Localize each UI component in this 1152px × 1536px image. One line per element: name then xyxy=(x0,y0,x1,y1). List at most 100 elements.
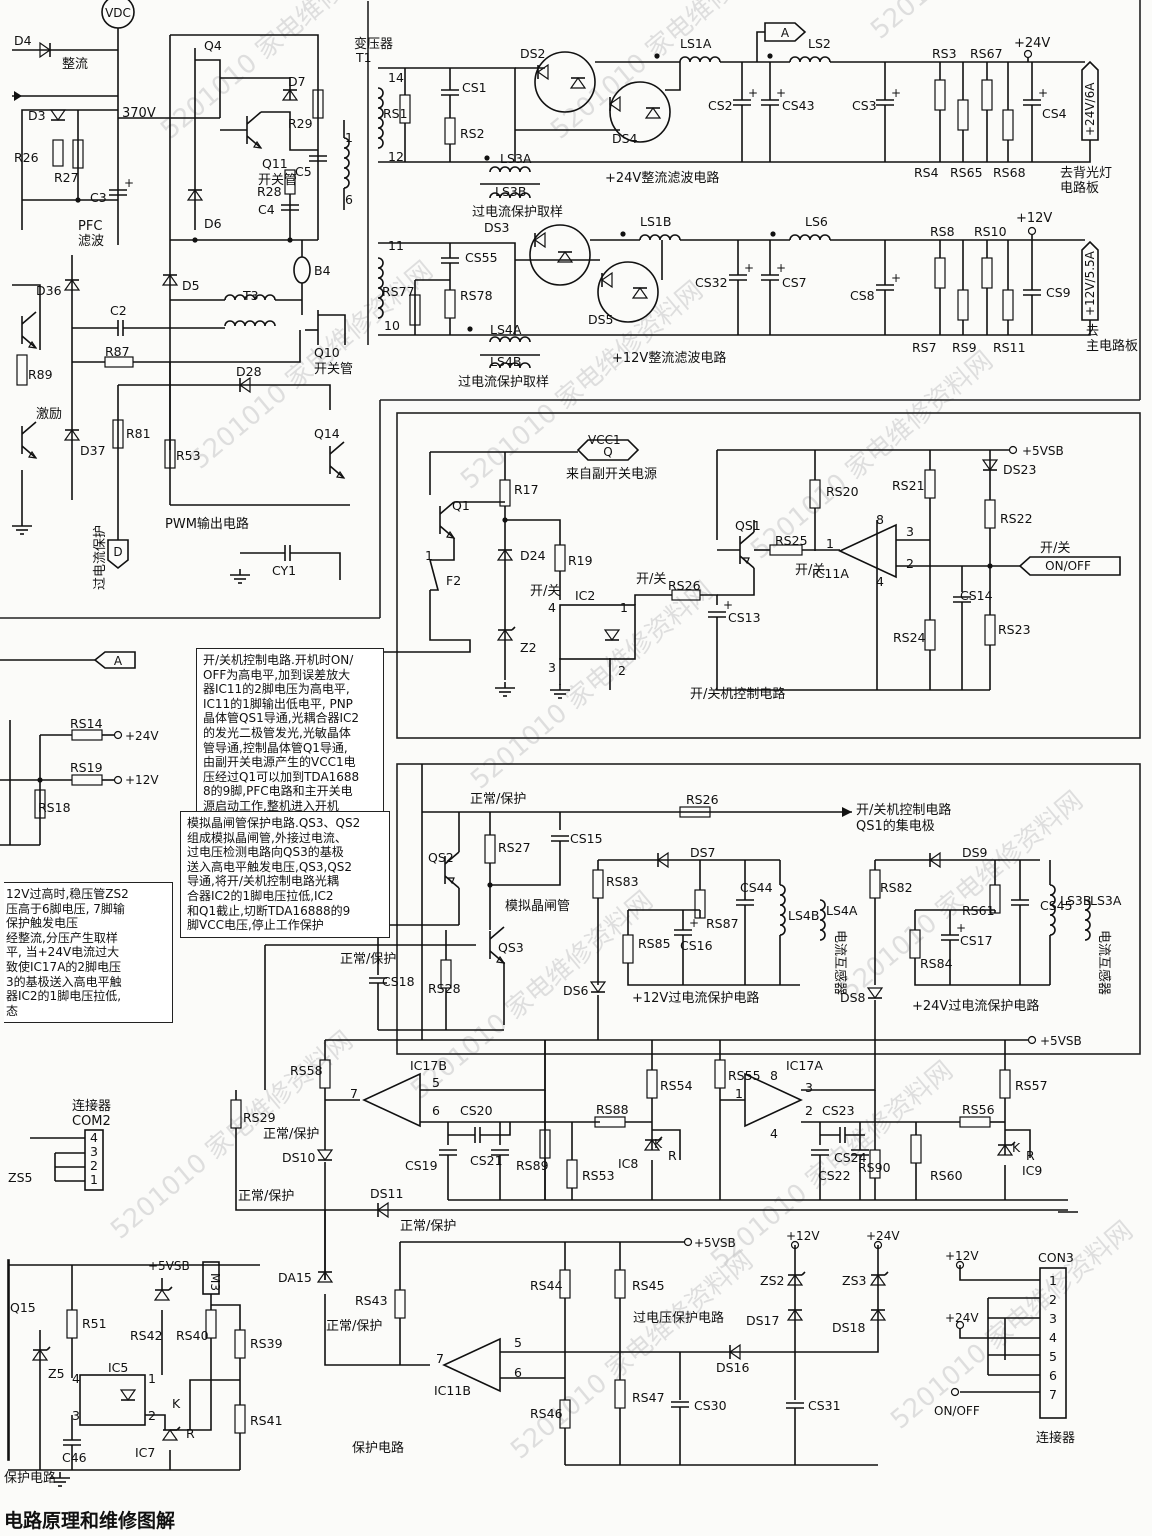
diode-d37 xyxy=(63,428,81,441)
svg-text:+: + xyxy=(748,86,758,100)
ref-cs45: CS45 xyxy=(1040,898,1073,913)
ref-cs9: CS9 xyxy=(1046,285,1071,300)
component-symbols: +++++++++++ xyxy=(7,0,1121,1487)
resistor-rs1 xyxy=(399,94,411,124)
ref-rs3: RS3 xyxy=(932,46,957,61)
ref-ls3b: LS3B xyxy=(1060,893,1091,908)
resistor-r19 xyxy=(554,544,566,572)
diode-ds23 xyxy=(981,459,999,472)
opamp-ic17a xyxy=(744,1072,803,1128)
ic17a-pin3: 3 xyxy=(805,1080,813,1095)
watermark-text: 5201010 家电维修资料网 xyxy=(155,0,409,145)
ref-zs3: ZS3 xyxy=(842,1273,866,1288)
label-normal-protect-3: 正常/保护 xyxy=(263,1127,319,1142)
zener-zs2 xyxy=(786,1273,804,1286)
diode-d7 xyxy=(281,88,299,101)
rail-12v-mid: +12V xyxy=(125,773,159,787)
capacitor-c46 xyxy=(63,1439,81,1446)
com2-pin-3: 3 xyxy=(90,1144,98,1159)
resistor-r27 xyxy=(72,139,84,169)
resistor-r29 xyxy=(312,89,324,119)
ref-rs26: RS26 xyxy=(668,578,701,593)
resistor-rs11-stack xyxy=(1002,289,1014,321)
resistor-rs23 xyxy=(984,614,996,646)
ref-q15: Q15 xyxy=(10,1300,36,1315)
ic5-pin3: 3 xyxy=(72,1408,80,1423)
label-ocp-vertical: 过电流保护 xyxy=(93,525,108,590)
con3-pin-6: 6 xyxy=(1049,1368,1057,1383)
ref-cs19: CS19 xyxy=(405,1158,438,1173)
ref-rs8: RS8 xyxy=(930,224,955,239)
transistor-q14 xyxy=(329,441,346,479)
dual-diode-ds2 xyxy=(534,51,596,113)
ref-rs1: RS1 xyxy=(383,106,408,121)
resistor-rs82 xyxy=(869,869,881,899)
watermark-text: 5201010 家电维修资料网 xyxy=(885,1216,1139,1436)
con3-pin-5: 5 xyxy=(1049,1349,1057,1364)
ref-rs40: RS40 xyxy=(176,1328,209,1343)
ref-ls3a: LS3A xyxy=(500,151,532,166)
capacitor-cs30 xyxy=(671,1401,689,1408)
resistor-rs20 xyxy=(809,479,821,509)
ref-b4: B4 xyxy=(314,263,331,278)
ground-symbol xyxy=(230,569,250,584)
ref-ds5: DS5 xyxy=(588,312,614,327)
capacitor-cs14 xyxy=(953,596,971,603)
ref-r29: R29 xyxy=(288,116,313,131)
ref-cs7: CS7 xyxy=(782,275,807,290)
capacitor-cs44 xyxy=(736,899,754,906)
ref-rs46: RS46 xyxy=(530,1406,563,1421)
com2-pin-4: 4 xyxy=(90,1130,98,1145)
ref-ic9: IC9 xyxy=(1022,1163,1042,1178)
label-ocp-sample-b: 过电流保护取样 xyxy=(458,375,549,390)
rail-24v-con3: +24V xyxy=(945,1311,979,1325)
ref-q4: Q4 xyxy=(204,38,222,53)
zener-zs3 xyxy=(869,1273,887,1286)
ref-rs2: RS2 xyxy=(460,126,485,141)
ref-ic2: IC2 xyxy=(575,588,595,603)
label-normal-protect-6: 正常/保护 xyxy=(400,1219,456,1234)
ref-c4: C4 xyxy=(258,202,275,217)
capacitor-cs3: + xyxy=(876,86,901,106)
ref-rs57: RS57 xyxy=(1015,1078,1048,1093)
inductor-ls2 xyxy=(789,56,831,63)
diode-ds8 xyxy=(866,987,884,1000)
resistor-rs78 xyxy=(444,289,456,319)
ref-cs2: CS2 xyxy=(708,98,733,113)
rail-12v-con3: +12V xyxy=(945,1249,979,1263)
label-ct-a: 电流互感器 xyxy=(832,930,848,995)
ref-cs32: CS32 xyxy=(695,275,728,290)
label-ocp24: +24V过电流保护电路 xyxy=(912,998,1039,1014)
diode-d24 xyxy=(496,548,514,561)
ref-cs31: CS31 xyxy=(808,1398,841,1413)
label-ct-b: 电流互感器 xyxy=(1096,930,1112,995)
capacitor-cs13: + xyxy=(708,598,733,618)
resistor-rs27 xyxy=(484,834,496,864)
ref-ds10: DS10 xyxy=(282,1150,316,1165)
ic17b-pin6: 6 xyxy=(432,1103,440,1118)
ref-d24: D24 xyxy=(520,548,546,563)
rail-24v-ovp: +24V xyxy=(866,1229,900,1243)
resistor-rs24 xyxy=(924,619,936,651)
transistor-q-lower xyxy=(21,421,38,459)
capacitor-cs4: + xyxy=(1023,86,1048,106)
ref-r17: R17 xyxy=(514,482,539,497)
zener-z5 xyxy=(31,1348,49,1361)
scr-explanation-note: 模拟晶闸管保护电路.QS3、QS2 组成模拟晶闸管,外接过电流、 过电压检测电路… xyxy=(180,811,390,938)
ref-f2: F2 xyxy=(446,573,461,588)
ref-ic17b: IC17B xyxy=(410,1058,447,1073)
capacitor-cs55 xyxy=(441,257,459,264)
ref-rs10: RS10 xyxy=(974,224,1007,239)
protection-frame xyxy=(396,763,1141,1055)
ref-ls4a: LS4A xyxy=(490,322,522,337)
resistor-rs2 xyxy=(444,117,456,145)
svg-text:+: + xyxy=(723,598,733,612)
capacitor-cs2: + xyxy=(733,86,758,106)
transformer-t3-top xyxy=(224,294,276,301)
rail-5vsb-opto-top: +5VSB xyxy=(148,1259,190,1273)
ref-qs2: QS2 xyxy=(428,850,454,865)
ref-r26: R26 xyxy=(14,150,39,165)
inductor-ls6 xyxy=(789,234,831,241)
diode-d5 xyxy=(161,273,179,286)
resistor-rs89 xyxy=(539,1129,551,1159)
